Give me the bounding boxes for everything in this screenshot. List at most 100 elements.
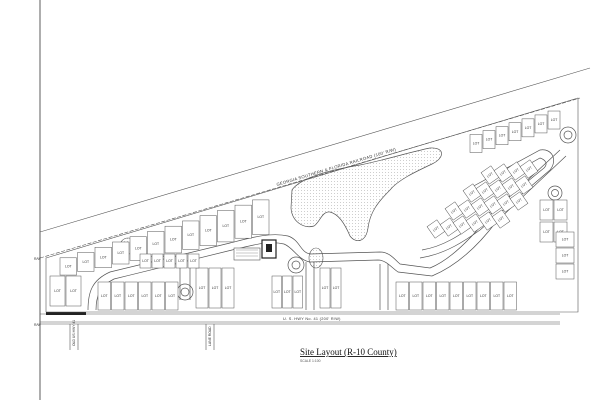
frontage-strip (46, 312, 86, 315)
side-road-right-label: LANE ROAD (208, 326, 212, 346)
lot-label: LOT (525, 126, 532, 130)
lot-label: LOT (100, 255, 107, 259)
lot-label: LOT (453, 294, 460, 298)
lot-label: LOT (512, 130, 519, 134)
lot-parcel: LOT (534, 114, 548, 134)
lot-label: LOT (70, 289, 77, 293)
lot-parcel: LOT (503, 281, 517, 311)
highway-label: U. S. HWY No. 41 (200' R/W) (283, 317, 341, 321)
lot-label: LOT (489, 201, 497, 208)
lot-parcel: LOT (553, 199, 568, 221)
lot-parcel: LOT (195, 267, 209, 309)
lot-label: LOT (101, 294, 108, 298)
lot-label: LOT (468, 189, 476, 196)
lot-label: LOT (190, 259, 197, 263)
lot-label: LOT (399, 294, 406, 298)
lot-label: LOT (294, 290, 301, 294)
lot-parcel: LOT (49, 275, 66, 307)
lot-label: LOT (557, 208, 564, 212)
lot-parcel: LOT (165, 281, 179, 311)
lot-parcel: LOT (330, 267, 342, 309)
lot-label: LOT (82, 260, 89, 264)
lot-label: LOT (520, 181, 528, 188)
lot-label: LOT (426, 294, 433, 298)
lot-label: LOT (142, 259, 149, 263)
retention-pond (290, 147, 442, 242)
lot-label: LOT (473, 141, 480, 145)
lot-label: LOT (481, 187, 489, 194)
lot-label: LOT (512, 167, 520, 174)
lot-label: LOT (538, 122, 545, 126)
lot-label: LOT (471, 219, 479, 226)
lot-parcel: LOT (208, 267, 222, 309)
lot-label: LOT (458, 221, 466, 228)
lot-label: LOT (507, 294, 514, 298)
lot-label: LOT (199, 286, 206, 290)
lot-label: LOT (114, 294, 121, 298)
lot-label: LOT (135, 247, 142, 251)
lot-parcel: LOT (252, 199, 270, 235)
lot-label: LOT (65, 264, 72, 268)
lot-parcel: LOT (319, 267, 331, 309)
lot-parcel: LOT (59, 257, 77, 276)
lot-parcel: LOT (519, 159, 539, 179)
lot-parcel: LOT (490, 281, 504, 311)
lot-parcel: LOT (221, 267, 235, 309)
lot-label: LOT (154, 259, 161, 263)
lot-parcel: LOT (112, 241, 130, 265)
side-road-right: LANE ROAD (205, 324, 215, 350)
lot-label: LOT (494, 185, 502, 192)
lot-label: LOT (412, 294, 419, 298)
lot-label: LOT (493, 294, 500, 298)
lot-label: LOT (432, 225, 440, 232)
lot-parcel: LOT (476, 281, 490, 311)
lot-parcel: LOT (539, 199, 554, 221)
lot-parcel: LOT (65, 275, 82, 307)
lot-parcel: LOT (187, 253, 200, 269)
lot-parcel: LOT (124, 281, 138, 311)
lot-parcel: LOT (292, 275, 303, 309)
lot-parcel: LOT (547, 110, 561, 130)
side-road-left: OLD US HWY 41 (69, 320, 79, 350)
lot-label: LOT (205, 229, 212, 233)
lot-parcel: LOT (469, 134, 483, 153)
lot-parcel: LOT (521, 118, 535, 138)
lot-label: LOT (484, 217, 492, 224)
lot-parcel: LOT (449, 281, 463, 311)
lot-label: LOT (284, 290, 291, 294)
lot-label: LOT (166, 259, 173, 263)
lot-label: LOT (333, 286, 340, 290)
side-road-left-label: OLD US HWY 41 (72, 320, 76, 346)
lot-label: LOT (322, 286, 329, 290)
lot-label: LOT (486, 138, 493, 142)
lot-parcel: LOT (422, 281, 436, 311)
lot-parcel: LOT (439, 217, 459, 237)
lot-label: LOT (168, 294, 175, 298)
lot-label: LOT (502, 199, 510, 206)
lot-label: LOT (117, 251, 124, 255)
lot-parcel: LOT (94, 247, 112, 268)
lot-label: LOT (240, 220, 247, 224)
lot-label: LOT (222, 224, 229, 228)
lot-parcel: LOT (151, 253, 164, 269)
lot-label: LOT (562, 270, 569, 274)
lot-label: LOT (562, 238, 569, 242)
row-marker-right: R/W (34, 257, 41, 261)
lot-parcel: LOT (151, 281, 165, 311)
lot-parcel: LOT (182, 220, 200, 250)
lot-label: LOT (170, 238, 177, 242)
pond-small-center (308, 247, 324, 269)
amenity-building (233, 239, 277, 261)
lot-parcel: LOT (436, 281, 450, 311)
lot-label: LOT (499, 169, 507, 176)
lot-parcel: LOT (555, 263, 575, 280)
lot-label: LOT (486, 171, 494, 178)
internal-roads (87, 126, 577, 311)
lot-parcel: LOT (77, 252, 95, 272)
lot-parcel: LOT (139, 253, 152, 269)
lot-label: LOT (439, 294, 446, 298)
lot-parcel: LOT (97, 281, 111, 311)
lot-label: LOT (450, 207, 458, 214)
